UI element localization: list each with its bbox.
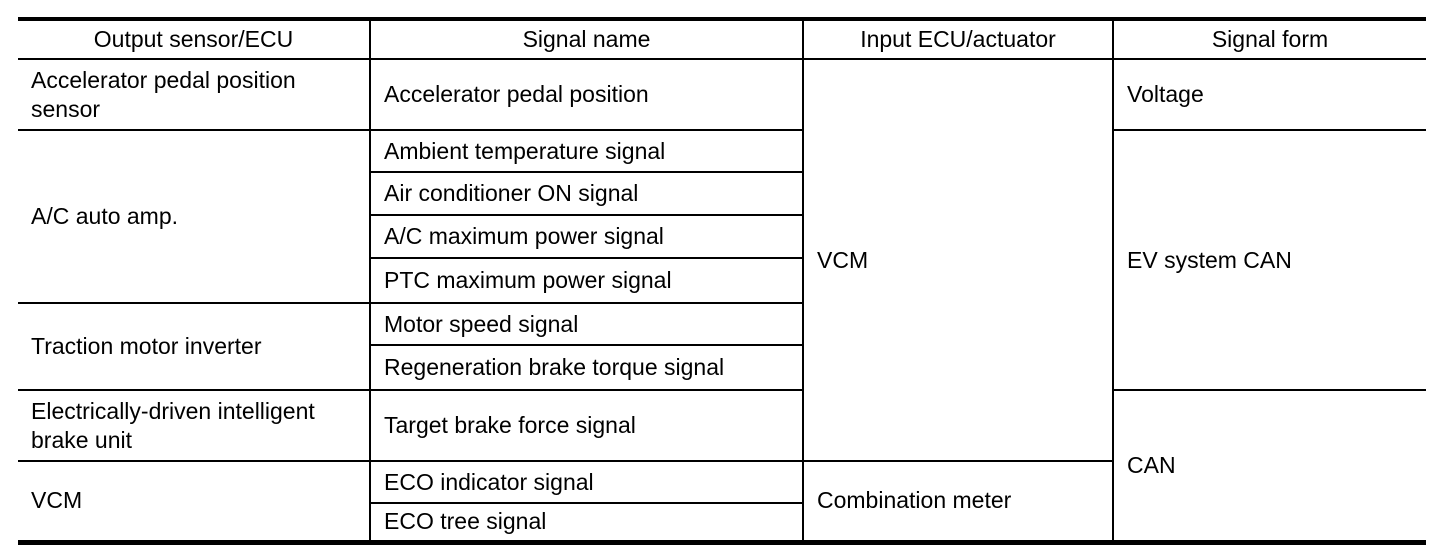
cell-signal-form: Voltage (1112, 58, 1427, 131)
table-row: Regeneration brake torque signal (18, 344, 1426, 391)
column-header-input-ecu: Input ECU/actuator (802, 18, 1114, 60)
cell-signal-name: PTC maximum power signal (369, 257, 804, 304)
table-row: Accelerator pedal position sensor Accele… (17, 58, 1427, 462)
table-row: Electrically-driven intelligent brake un… (17, 389, 1427, 543)
cell-output-sensor: Traction motor inverter (17, 302, 371, 391)
cell-signal-name: Ambient temperature signal (369, 129, 804, 173)
column-header-signal-name: Signal name (369, 18, 804, 60)
cell-signal-name: A/C maximum power signal (369, 214, 804, 259)
cell-signal-form: EV system CAN (1112, 129, 1427, 391)
table-row: VCM ECO indicator signal Combination met… (17, 460, 1426, 543)
table-row: Air conditioner ON signal (18, 171, 1426, 216)
cell-signal-name: ECO indicator signal (369, 460, 804, 504)
cell-output-sensor: Accelerator pedal position sensor (17, 58, 371, 131)
cell-signal-name: ECO tree signal (369, 502, 804, 543)
cell-signal-name: Accelerator pedal position (369, 58, 804, 131)
cell-signal-name: Regeneration brake torque signal (369, 344, 804, 391)
column-header-output-sensor: Output sensor/ECU (17, 18, 371, 60)
column-header-signal-form: Signal form (1112, 18, 1427, 60)
cell-input-ecu: VCM (802, 58, 1114, 462)
table-header-row: Output sensor/ECU Signal name Input ECU/… (17, 18, 1427, 60)
cell-input-ecu: Combination meter (802, 460, 1114, 543)
table-row: A/C maximum power signal (18, 214, 1426, 259)
cell-output-sensor: Electrically-driven intelligent brake un… (17, 389, 371, 462)
table-row: PTC maximum power signal (18, 257, 1426, 304)
table-row: A/C auto amp. Ambient temperature signal… (17, 129, 1427, 391)
signal-table: Output sensor/ECU Signal name Input ECU/… (17, 17, 1427, 545)
cell-output-sensor: VCM (17, 460, 371, 543)
cell-output-sensor: A/C auto amp. (17, 129, 371, 304)
cell-signal-name: Motor speed signal (369, 302, 804, 346)
table-row: ECO tree signal (18, 502, 1426, 543)
cell-signal-form: CAN (1112, 389, 1427, 543)
cell-signal-name: Target brake force signal (369, 389, 804, 462)
table-row: Traction motor inverter Motor speed sign… (17, 302, 1426, 391)
cell-signal-name: Air conditioner ON signal (369, 171, 804, 216)
